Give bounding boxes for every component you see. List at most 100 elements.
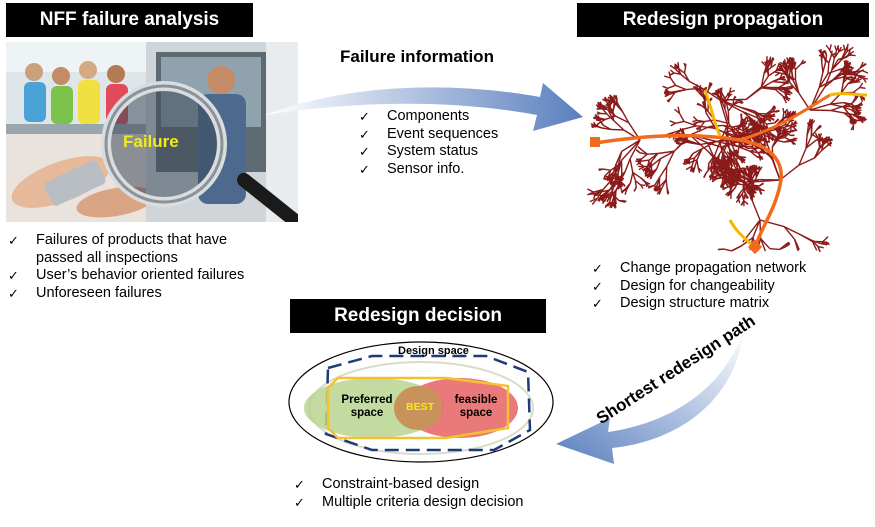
network-branch [744,193,749,199]
network-branch [674,68,682,75]
network-branch [739,120,745,128]
network-branch [612,119,625,131]
network-branch [692,148,703,155]
network-branch [608,176,614,180]
network-branch [733,179,739,186]
network-branch [729,172,733,181]
network-branch [856,111,861,116]
network-branch [825,139,831,143]
network-branch [784,136,792,142]
network-branch [629,172,634,184]
network-branch [593,193,597,200]
network-branch [824,73,841,88]
network-branch [851,103,857,109]
network-branch [605,169,612,176]
network-branch [786,60,793,64]
dashed-boundary [324,354,532,452]
network-branch [745,129,754,135]
network-branch [821,136,824,143]
network-branch [859,82,864,88]
network-branch [752,164,755,171]
network-branch [786,74,796,81]
network-branch [665,166,668,180]
network-branch [599,119,604,126]
network-branch [620,139,641,161]
network-branch [854,78,859,83]
network-branch [840,83,849,94]
network-branch [668,71,672,79]
design-space-label: Design space [398,345,469,357]
network-branch [612,101,619,106]
network-branch [722,160,725,167]
network-branch [738,100,743,103]
network-branch [779,61,786,66]
check-icon: ✓ [294,477,305,492]
nff-list-item: ✓Unforeseen failures [8,284,162,301]
best-label: BEST [406,401,435,413]
network-branch [842,75,845,83]
network-branch [714,142,721,156]
network-branch [654,177,661,186]
network-branch [760,238,771,250]
network-branch [690,166,693,172]
propagation-end-node [747,239,763,255]
network-branch [730,186,737,194]
network-branch [667,97,672,103]
network-branch [747,187,754,202]
network-branch [624,158,631,172]
network-branch [733,126,741,138]
network-branch [828,55,832,64]
network-branch [775,87,786,90]
nff-list-item: ✓Failures of products that have passed a… [8,232,228,266]
network-branch [766,118,772,122]
network-branch [751,200,761,221]
network-branch [794,79,800,94]
network-branch [773,127,780,132]
network-branch [683,159,688,165]
network-branch [758,188,762,195]
network-branch [747,177,752,188]
network-branch [827,68,840,75]
lens-failure-label: Failure [123,132,179,151]
network-branch [727,141,731,154]
network-branch [611,182,616,186]
network-branch [678,112,685,122]
nff-collage-illustration [6,42,298,222]
network-branch [768,69,777,77]
network-branch [696,119,705,123]
network-branch [772,78,781,83]
network-branch [675,128,684,135]
network-branch [727,111,730,124]
network-branch [770,63,777,69]
network-branch [601,104,610,109]
network-branch [809,109,831,112]
network-branch [703,172,707,178]
network-branch [822,61,827,73]
network-branch [740,106,756,114]
network-branch [719,98,747,101]
network-branch [825,44,831,51]
network-branch [846,43,849,52]
network-branch [598,118,606,124]
network-branch [738,187,745,195]
network-branch [717,161,721,168]
propagation-title: Redesign propagation [577,3,869,37]
network-branch [805,135,808,149]
failure-info-list: ✓Components ✓Event sequences ✓System sta… [357,108,557,178]
network-branch [816,125,822,131]
network-branch [826,142,833,147]
network-branch [733,101,740,106]
network-branch [785,243,791,248]
network-branch [586,188,594,193]
network-branch [686,87,702,91]
network-branch [830,101,844,105]
network-branch [711,177,718,183]
network-branch [625,182,632,191]
network-branch [738,167,745,170]
network-branch [719,99,744,113]
network-branch [791,62,797,70]
network-branch [673,134,691,152]
network-branch [703,105,709,112]
network-branch [817,245,824,249]
network-branch [792,120,797,126]
